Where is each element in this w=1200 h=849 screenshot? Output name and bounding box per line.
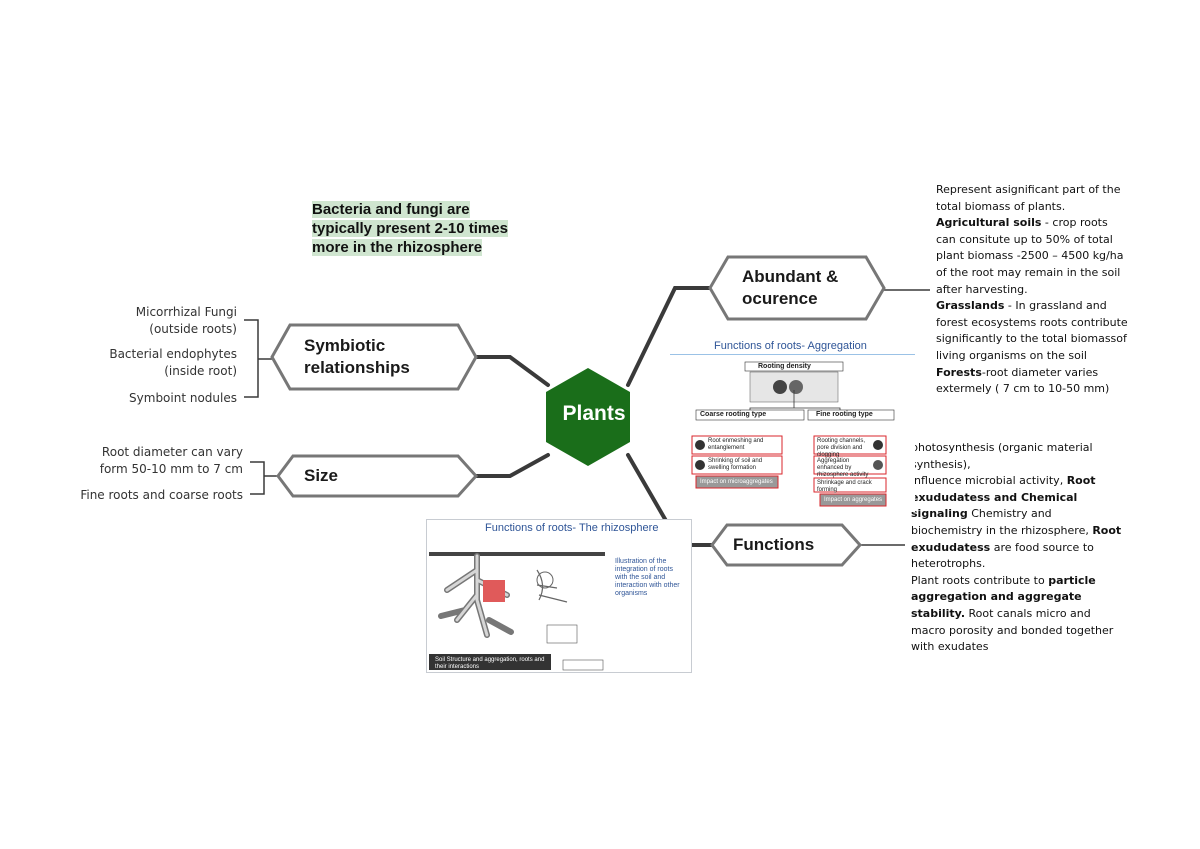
functions-label: Functions	[733, 535, 815, 554]
hex-abundant[interactable]	[708, 255, 886, 321]
symbiotic-label-line2: relationships	[304, 358, 410, 377]
grass-body: - In grassland and forest ecosystems roo…	[936, 299, 1132, 362]
slide-rhizosphere-title: Functions of roots- The rhizosphere	[485, 522, 659, 534]
abundant-label-line2: ocurence	[742, 289, 818, 308]
hex-size[interactable]	[276, 454, 479, 498]
highlight-line-1: Bacteria and fungi are	[312, 201, 470, 218]
func-t5: Plant roots contribute to	[911, 573, 1049, 587]
grass-heading: Grasslands	[936, 299, 1005, 313]
symbiotic-label-line1: Symbiotic	[304, 336, 386, 355]
abundant-label-line1: Abundant &	[742, 267, 839, 286]
symbiotic-note-nodules: Symboint nodules	[129, 391, 237, 405]
size-note-diameter: Root diameter can vary form 50-10 mm to …	[60, 444, 243, 478]
rhizosphere-figure	[429, 552, 605, 671]
endophytes-line1: Bacterial endophytes	[109, 347, 237, 361]
func-b1: Root exududatess and Chemical signaling	[911, 474, 1100, 521]
abundance-text: Represent asignificant part of the total…	[936, 182, 1128, 398]
rhizo-bottom-label: Soil Structure and aggregation, roots an…	[435, 657, 545, 670]
bracket-size	[250, 461, 278, 495]
highlight-line-2: typically present 2-10 times	[312, 220, 508, 237]
func-t1: photosynthesis (organic material synthes…	[911, 441, 1097, 471]
size-label: Size	[304, 466, 339, 485]
connector-abundant	[626, 286, 717, 387]
functions-text: photosynthesis (organic material synthes…	[911, 440, 1125, 656]
symbiotic-label: Symbiotic relationships	[304, 335, 410, 379]
diameter-line2: form 50-10 mm to 7 cm	[99, 462, 243, 476]
fungi-line2: (outside roots)	[149, 322, 237, 336]
connector-size	[473, 453, 550, 478]
agg-fine: Fine rooting type	[816, 411, 873, 418]
agg-box1: Root enmeshing and entanglement	[708, 438, 764, 451]
slide-aggregation[interactable]: Functions of roots- Aggregation Rooting …	[670, 338, 915, 512]
endophytes-line2: (inside root)	[164, 364, 237, 378]
agg-box4: Aggregation enhanced by rhizosphere acti…	[817, 458, 869, 478]
func-t6: Root canals micro and macro porosity and…	[911, 606, 1117, 654]
symbiotic-note-endophytes: Bacterial endophytes (inside root)	[90, 346, 237, 380]
func-b3: particle aggregation and aggregate stabi…	[911, 573, 1100, 620]
func-t4: are food source to heterotrophs.	[911, 540, 1098, 571]
hex-functions[interactable]	[710, 523, 863, 567]
aggregation-figure	[691, 361, 895, 507]
rhizosphere-highlight-note: Bacteria and fungi are typically present…	[312, 200, 527, 257]
agg-impact-left: Impact on microaggregates	[700, 479, 773, 485]
agg-box3: Rooting channels, pore division and clog…	[817, 438, 866, 458]
bracket-symbiotic	[244, 319, 274, 398]
slide-aggregation-title: Functions of roots- Aggregation	[670, 338, 915, 355]
agri-body: - crop roots can consitute up to 50% of …	[936, 216, 1127, 296]
highlight-line-3: more in the rhizosphere	[312, 239, 483, 256]
connector-symbiotic	[473, 355, 550, 387]
central-label: Plants	[562, 402, 626, 425]
abundant-label: Abundant & ocurence	[742, 266, 838, 310]
size-note-types: Fine roots and coarse roots	[80, 488, 243, 502]
slide-rhizosphere[interactable]: Functions of roots- The rhizosphere Illu…	[426, 519, 692, 673]
agg-coarse: Coarse rooting type	[700, 411, 767, 418]
central-hexagon[interactable]	[546, 368, 630, 466]
forest-heading: Forests	[936, 365, 982, 379]
agg-box5: Shrinkage and crack forming	[817, 480, 872, 493]
abundance-p1: Represent asignificant part of the total…	[936, 183, 1124, 213]
agg-heading: Rooting density	[758, 363, 811, 370]
diameter-line1: Root diameter can vary	[101, 445, 243, 459]
func-b2: Root exududatess	[911, 523, 1126, 554]
hex-symbiotic[interactable]	[270, 323, 478, 391]
agg-box2: Shrinking of soil and swelling formation	[708, 458, 763, 471]
agg-impact-right: Impact on aggregates	[824, 497, 883, 503]
rhizo-caption: Illustration of the integration of roots…	[615, 558, 680, 597]
func-t3: Chemistry and biochemistry in the rhizos…	[911, 507, 1093, 537]
func-t2: influence microbial activity,	[911, 474, 1067, 488]
agri-heading: Agricultural soils	[936, 216, 1042, 230]
forest-body: -root diameter varies extermely ( 7 cm t…	[936, 365, 1110, 396]
fungi-line1: Micorrhizal Fungi	[135, 305, 237, 319]
symbiotic-note-fungi: Micorrhizal Fungi (outside roots)	[90, 304, 237, 338]
